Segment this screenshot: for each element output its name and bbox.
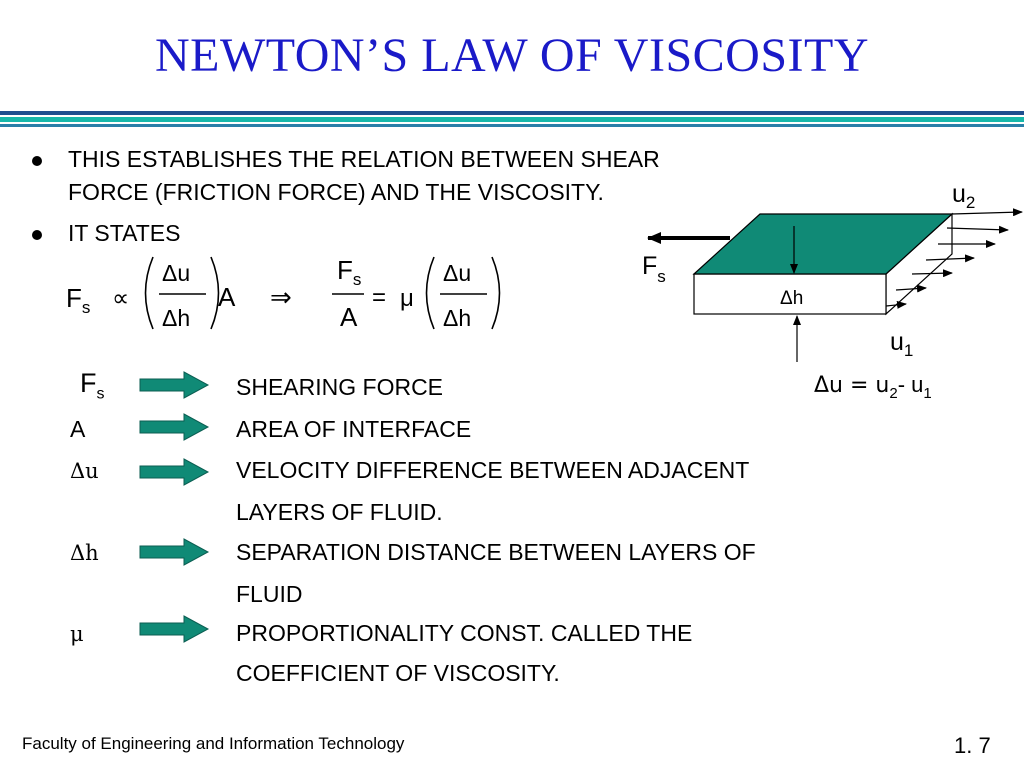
arrow-icon <box>139 538 210 566</box>
definition-row-fs: Fs SHEARING FORCE <box>0 368 1024 408</box>
arrow-icon <box>139 413 210 441</box>
eq-left-paren-2 <box>425 256 435 330</box>
dh-label: Δh <box>780 288 803 309</box>
eq-implies: ⇒ <box>270 282 292 312</box>
definition-text: SEPARATION DISTANCE BETWEEN LAYERS OF <box>236 539 756 565</box>
u2-label: u2 <box>952 180 975 212</box>
eq-fs: Fs <box>66 283 90 317</box>
footer-faculty: Faculty of Engineering and Information T… <box>22 734 405 753</box>
arrow-icon <box>139 371 210 399</box>
shear-diagram: u2 Fs Δh u1 Δu = u2- u1 <box>642 180 1023 402</box>
eq-dh-2: Δh <box>443 305 471 331</box>
definition-symbol: μ <box>70 622 84 646</box>
velocity-arrow <box>911 269 953 278</box>
definition-text: SHEARING FORCE <box>236 374 444 400</box>
definition-row-du: Δu VELOCITY DIFFERENCE BETWEEN ADJACENT … <box>0 451 1024 525</box>
definition-text-continued: FLUID <box>236 581 303 607</box>
du-equation: Δu = u2- u1 <box>814 372 932 402</box>
eq-right-paren-1 <box>210 256 220 330</box>
slide-title: NEWTON’S LAW OF VISCOSITY <box>154 29 869 82</box>
fs-label: Fs <box>642 252 666 286</box>
bullet-2-line-1: IT STATES <box>68 220 181 246</box>
eq-du-1: Δu <box>162 260 190 286</box>
eq-right-paren-2 <box>491 256 501 330</box>
velocity-arrow <box>951 208 1023 217</box>
eq-dh-1: Δh <box>162 305 190 331</box>
bullet-dot <box>32 230 42 240</box>
arrow-icon <box>139 458 210 486</box>
eq-du-2: Δu <box>443 260 471 286</box>
arrow-icon <box>139 615 210 643</box>
velocity-arrow <box>946 225 1009 234</box>
viscosity-equation: Fs ∝ Δu Δh A ⇒ Fs A = μ Δu Δh <box>66 255 501 332</box>
definition-symbol: Δu <box>70 459 99 483</box>
eq-equals: = <box>372 284 386 311</box>
definition-text: PROPORTIONALITY CONST. CALLED THE <box>236 620 693 646</box>
eq-proportional: ∝ <box>112 285 129 312</box>
definition-row-area: A AREA OF INTERFACE <box>0 410 1024 450</box>
definition-text: VELOCITY DIFFERENCE BETWEEN ADJACENT <box>236 457 750 483</box>
bullet-dot <box>32 156 42 166</box>
eq-area: A <box>218 282 236 312</box>
slide-number: 1. 7 <box>954 733 991 758</box>
definition-symbol: Δh <box>70 541 99 565</box>
eq-mu: μ <box>400 285 414 312</box>
eq-fs-num: Fs <box>337 255 361 289</box>
plate-front-face <box>693 273 887 315</box>
bullet-1-line-2: FORCE (FRICTION FORCE) AND THE VISCOSITY… <box>68 179 604 205</box>
definition-text-continued: COEFFICIENT OF VISCOSITY. <box>236 660 560 686</box>
definition-row-mu: μ PROPORTIONALITY CONST. CALLED THE COEF… <box>0 614 1024 686</box>
definition-row-dh: Δh SEPARATION DISTANCE BETWEEN LAYERS OF… <box>0 533 1024 607</box>
eq-area-den: A <box>340 302 358 332</box>
definition-symbol: Fs <box>80 368 105 403</box>
velocity-arrow <box>925 254 975 263</box>
velocity-arrow <box>895 284 927 293</box>
definition-text: AREA OF INTERFACE <box>236 416 472 442</box>
velocity-arrow <box>885 300 907 309</box>
u1-label: u1 <box>890 328 913 360</box>
definition-symbol: A <box>70 416 86 442</box>
bullet-1-line-1: THIS ESTABLISHES THE RELATION BETWEEN SH… <box>68 146 660 172</box>
eq-left-paren-1 <box>144 256 154 330</box>
definition-text-continued: LAYERS OF FLUID. <box>236 499 443 525</box>
